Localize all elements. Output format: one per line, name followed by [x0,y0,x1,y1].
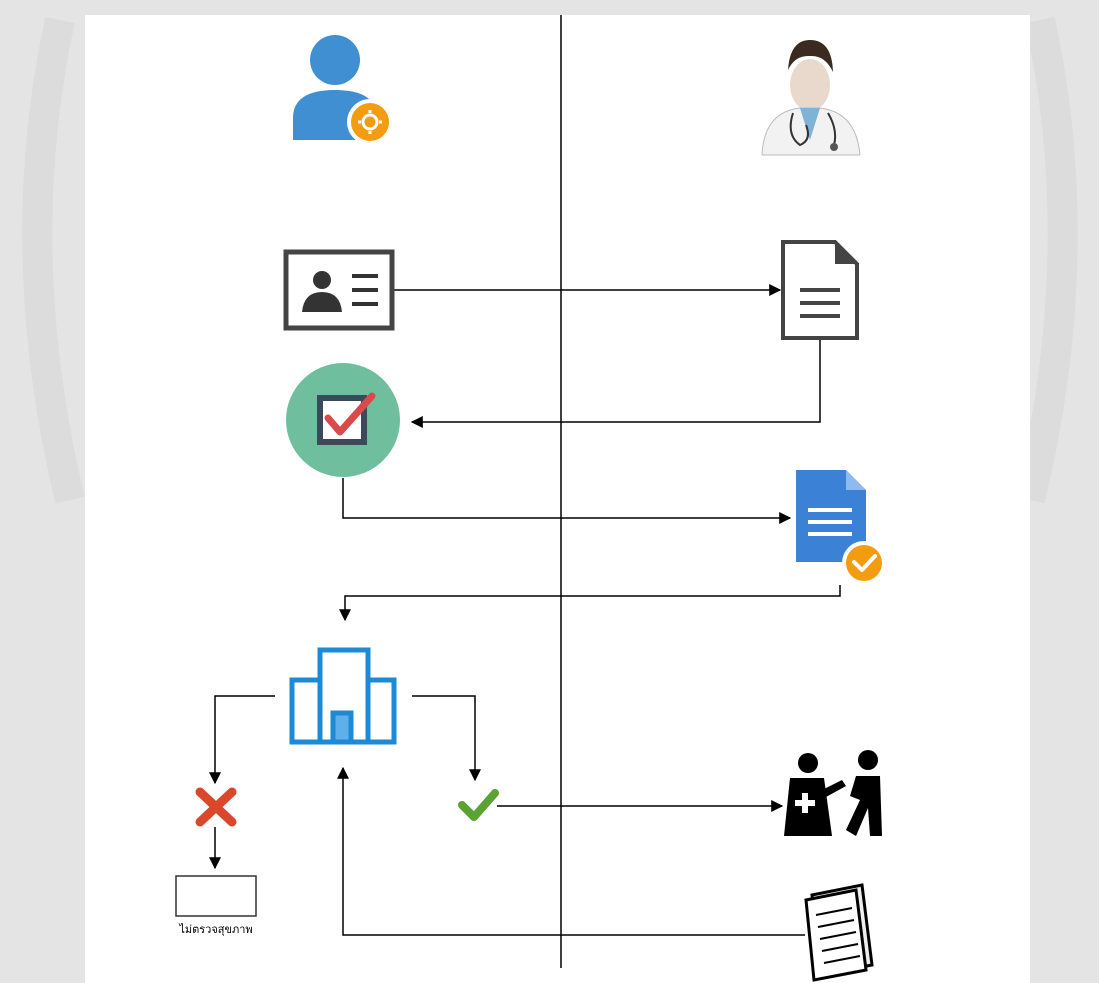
report-paper-icon [804,883,874,982]
no-checkup-box [175,875,257,917]
id-card-icon [283,249,395,331]
hospital-building-icon [289,647,397,745]
edge-document-to-checkbox [410,340,821,428]
approved-document-icon [796,470,886,585]
edge-approved-to-building [339,585,841,622]
red-x-icon [195,787,237,827]
green-check-icon [458,789,499,821]
medical-examination-icon [784,750,882,836]
background-watermark [22,16,1078,504]
diagram-panel [85,15,1030,983]
edge-checkbox-to-approved [342,478,792,524]
approval-checkbox-icon [286,363,400,477]
no-checkup-label: ไม่ตรวจสุขภาพ [178,923,252,936]
document-icon [781,240,859,340]
doctor-icon [761,40,861,156]
edge-report-to-building [337,766,805,936]
edge-building-to-reject [209,695,275,785]
edge-building-to-accept [412,695,481,782]
admin-user-gear-icon [293,35,393,145]
